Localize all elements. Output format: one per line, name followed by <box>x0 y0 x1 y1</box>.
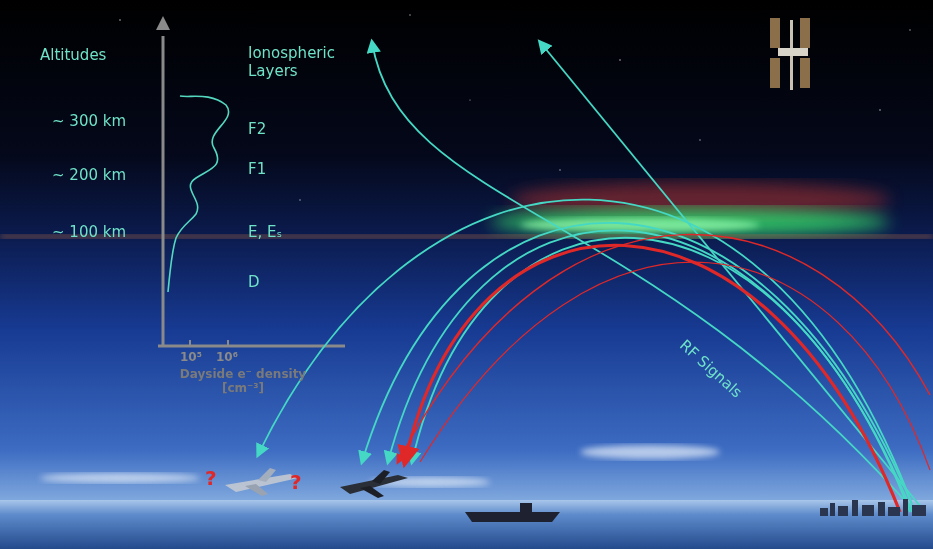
layer-name: F1 <box>248 160 266 178</box>
sea <box>0 500 933 549</box>
axis-title: Ionospheric Layers <box>248 44 348 80</box>
question-mark: ? <box>290 470 302 494</box>
aurora <box>490 182 890 236</box>
city-skyline <box>820 499 926 516</box>
ship <box>465 503 560 522</box>
altitude-label: ~ 100 km <box>52 223 126 241</box>
axis-title: Altitudes <box>40 46 106 64</box>
horizon-glow <box>0 235 933 238</box>
axis-caption: Dayside e⁻ density [cm⁻³] <box>168 367 318 395</box>
layer-name: E, Eₛ <box>248 223 282 241</box>
layer-name: F2 <box>248 120 266 138</box>
altitude-label: ~ 200 km <box>52 166 126 184</box>
axes <box>158 36 345 346</box>
aircraft-grey <box>225 468 298 496</box>
red-rays <box>398 234 930 512</box>
altitude-label: ~ 300 km <box>52 112 126 130</box>
clouds <box>40 445 720 487</box>
aircraft-dark <box>340 470 408 498</box>
tick-label: 10⁶ <box>216 350 238 364</box>
density-curve <box>168 96 229 292</box>
space-station <box>770 18 810 90</box>
axis-arrow <box>156 16 170 30</box>
layer-name: D <box>248 273 260 291</box>
question-mark: ? <box>205 466 217 490</box>
tick-label: 10⁵ <box>180 350 202 364</box>
stars <box>119 14 911 200</box>
